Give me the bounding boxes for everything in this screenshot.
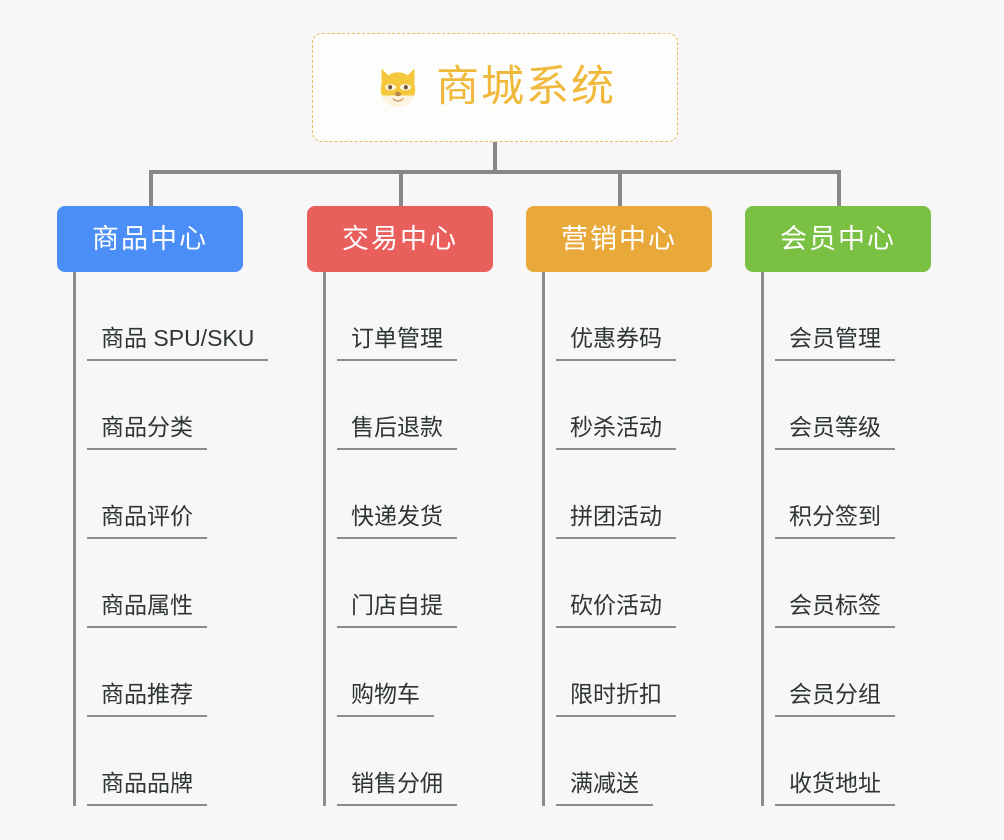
leaf-label: 秒杀活动 (556, 416, 676, 450)
leaf-label: 会员管理 (775, 327, 895, 361)
leaf-node[interactable]: 销售分佣 (323, 717, 471, 806)
leaf-label: 商品推荐 (87, 683, 207, 717)
leaf-node[interactable]: 购物车 (323, 628, 471, 717)
leaf-label: 优惠券码 (556, 327, 676, 361)
connector-drop-2 (399, 170, 403, 208)
leaf-label: 门店自提 (337, 594, 457, 628)
leaf-node[interactable]: 限时折扣 (542, 628, 690, 717)
branch-label: 营销中心 (561, 223, 677, 254)
leaf-label: 快递发货 (337, 505, 457, 539)
leaf-spine (761, 272, 764, 806)
leaf-node[interactable]: 满减送 (542, 717, 690, 806)
root-node[interactable]: 商城系统 (312, 33, 678, 142)
leaf-label: 会员标签 (775, 594, 895, 628)
leaf-node[interactable]: 会员管理 (761, 272, 909, 361)
branch-label: 商品中心 (92, 223, 208, 254)
leaf-node[interactable]: 商品 SPU/SKU (73, 272, 282, 361)
leaf-node[interactable]: 商品分类 (73, 361, 282, 450)
leaf-node[interactable]: 门店自提 (323, 539, 471, 628)
leaf-label: 商品属性 (87, 594, 207, 628)
branch-node-1[interactable]: 商品中心 (57, 206, 243, 272)
shiba-dog-face-icon (380, 68, 416, 107)
leaf-label: 商品 SPU/SKU (87, 327, 269, 361)
leaf-spine (323, 272, 326, 806)
leaf-column-2: 订单管理售后退款快递发货门店自提购物车销售分佣 (323, 272, 471, 806)
leaf-node[interactable]: 商品推荐 (73, 628, 282, 717)
leaf-label: 售后退款 (337, 416, 457, 450)
leaf-node[interactable]: 拼团活动 (542, 450, 690, 539)
leaf-label: 购物车 (337, 683, 434, 717)
leaf-node[interactable]: 积分签到 (761, 450, 909, 539)
leaf-column-4: 会员管理会员等级积分签到会员标签会员分组收货地址 (761, 272, 909, 806)
leaf-node[interactable]: 商品评价 (73, 450, 282, 539)
leaf-label: 积分签到 (775, 505, 895, 539)
leaf-node[interactable]: 会员标签 (761, 539, 909, 628)
branch-node-4[interactable]: 会员中心 (745, 206, 931, 272)
leaf-node[interactable]: 订单管理 (323, 272, 471, 361)
leaf-label: 会员等级 (775, 416, 895, 450)
leaf-node[interactable]: 优惠券码 (542, 272, 690, 361)
leaf-node[interactable]: 会员分组 (761, 628, 909, 717)
connector-horizontal-bus (149, 170, 839, 174)
leaf-node[interactable]: 商品属性 (73, 539, 282, 628)
leaf-label: 商品评价 (87, 505, 207, 539)
leaf-node[interactable]: 收货地址 (761, 717, 909, 806)
leaf-spine (542, 272, 545, 806)
connector-drop-1 (149, 170, 153, 208)
leaf-node[interactable]: 砍价活动 (542, 539, 690, 628)
branch-label: 交易中心 (342, 223, 458, 254)
leaf-label: 商品分类 (87, 416, 207, 450)
leaf-label: 限时折扣 (556, 683, 676, 717)
leaf-column-1: 商品 SPU/SKU 商品分类商品评价商品属性商品推荐商品品牌 (73, 272, 282, 806)
branch-node-3[interactable]: 营销中心 (526, 206, 712, 272)
leaf-label: 订单管理 (337, 327, 457, 361)
leaf-label: 商品品牌 (87, 772, 207, 806)
leaf-label: 拼团活动 (556, 505, 676, 539)
leaf-node[interactable]: 会员等级 (761, 361, 909, 450)
connector-drop-3 (618, 170, 622, 208)
leaf-node[interactable]: 快递发货 (323, 450, 471, 539)
connector-root-stem (493, 142, 497, 174)
leaf-label: 销售分佣 (337, 772, 457, 806)
root-title: 商城系统 (436, 63, 616, 111)
leaf-label: 会员分组 (775, 683, 895, 717)
leaf-node[interactable]: 售后退款 (323, 361, 471, 450)
leaf-node[interactable]: 秒杀活动 (542, 361, 690, 450)
leaf-column-3: 优惠券码秒杀活动拼团活动砍价活动限时折扣满减送 (542, 272, 690, 806)
leaf-label: 满减送 (556, 772, 653, 806)
branch-node-2[interactable]: 交易中心 (307, 206, 493, 272)
connector-drop-4 (837, 170, 841, 208)
leaf-label: 砍价活动 (556, 594, 676, 628)
leaf-node[interactable]: 商品品牌 (73, 717, 282, 806)
leaf-label: 收货地址 (775, 772, 895, 806)
leaf-spine (73, 272, 76, 806)
branch-label: 会员中心 (780, 223, 896, 254)
